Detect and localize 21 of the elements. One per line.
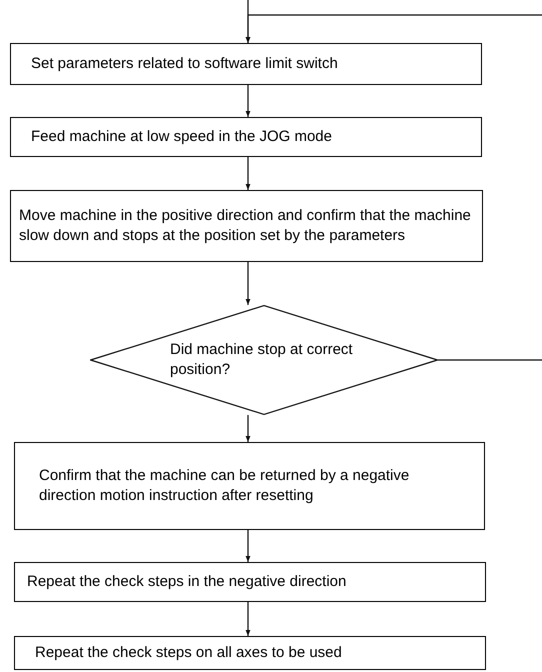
step-text: Feed machine at low speed in the JOG mode (31, 127, 332, 147)
process-box (14, 562, 486, 602)
process-box (10, 43, 482, 85)
step-text: Set parameters related to software limit switch (31, 54, 338, 74)
step-text: Repeat the check steps on all axes to be used (35, 643, 342, 663)
process-box (14, 442, 485, 530)
arrow (246, 14, 542, 43)
step-text: Move machine in the positive direction and confirm that the machine slow down and stops at the position set by the parameters (19, 206, 472, 246)
step-text: Did machine stop at correct position? (170, 340, 354, 380)
arrow (246, 85, 250, 117)
arrow (246, 262, 250, 305)
arrow (246, 530, 250, 562)
process-box (14, 636, 486, 670)
step-text: Confirm that the machine can be returned by a negative direction motion instruction after resetting (39, 466, 410, 506)
process-box (10, 117, 482, 157)
process-box (10, 190, 483, 262)
arrow (246, 602, 250, 636)
arrow (246, 415, 250, 442)
step-text: Repeat the check steps in the negative direction (27, 572, 346, 592)
decision-diamond (90, 305, 438, 415)
arrow (246, 157, 250, 190)
